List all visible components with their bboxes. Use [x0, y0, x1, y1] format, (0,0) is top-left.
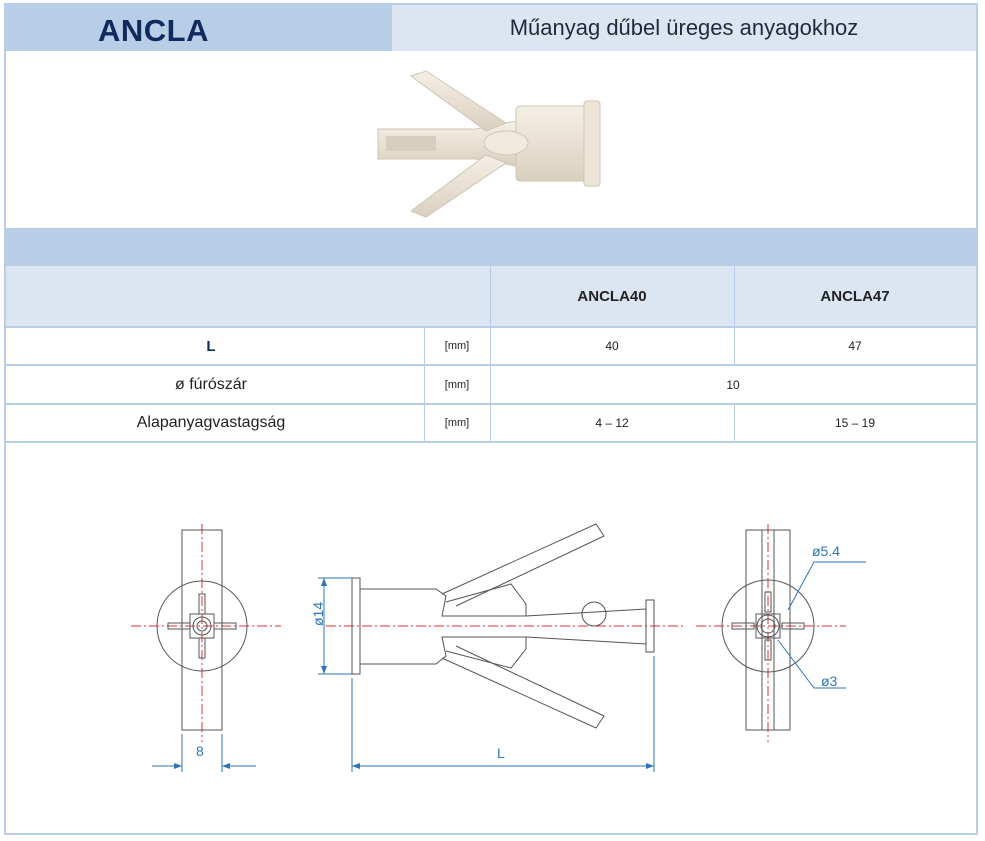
dimension-diameter-label: ø14 [310, 602, 326, 626]
column-header-ancla40: ANCLA40 [490, 266, 734, 327]
dimension-length-label: L [497, 745, 505, 761]
table-row: L [mm] 40 47 [0, 327, 970, 365]
row-unit: [mm] [444, 417, 470, 429]
divider [424, 327, 425, 442]
divider [6, 326, 976, 328]
row-unit: [mm] [444, 379, 470, 391]
value-ancla40-thickness: 4 – 12 [595, 416, 629, 430]
value-ancla40-l: 40 [605, 339, 619, 353]
page-frame [4, 3, 978, 835]
table-row: Alapanyagvastagság [mm] 4 – 12 15 – 19 [0, 404, 970, 442]
header-empty-cell [6, 266, 490, 327]
divider [6, 403, 976, 405]
divider [734, 266, 735, 365]
dimension-hole-small-label: ø3 [821, 673, 838, 689]
technical-drawing: 8 ø14 L ø5.4 ø3 [6, 444, 976, 834]
divider [734, 404, 735, 442]
table-header-row: ANCLA40 ANCLA47 [0, 266, 976, 327]
value-ancla47-l: 47 [848, 339, 862, 353]
divider [490, 266, 491, 442]
product-title: ANCLA [98, 13, 209, 48]
row-label-thickness: Alapanyagvastagság [136, 414, 286, 431]
value-drill-shared: 10 [726, 378, 740, 392]
table-row: ø fúrószár [mm] 10 [0, 366, 970, 404]
divider [6, 441, 976, 443]
section-band [6, 228, 976, 266]
row-unit: [mm] [444, 340, 470, 352]
dimension-width-label: 8 [196, 743, 204, 759]
dimension-hole-large-label: ø5.4 [812, 543, 840, 559]
product-subtitle: Műanyag dűbel üreges anyagokhoz [392, 5, 976, 51]
title-block: ANCLA [6, 5, 392, 51]
row-label-l: L [206, 337, 216, 355]
column-header-ancla47: ANCLA47 [734, 266, 976, 327]
product-photo [377, 70, 601, 218]
row-label-drill: ø fúrószár [174, 376, 247, 393]
divider [6, 364, 976, 366]
value-ancla47-thickness: 15 – 19 [834, 416, 876, 430]
product-photo-area [6, 51, 976, 228]
